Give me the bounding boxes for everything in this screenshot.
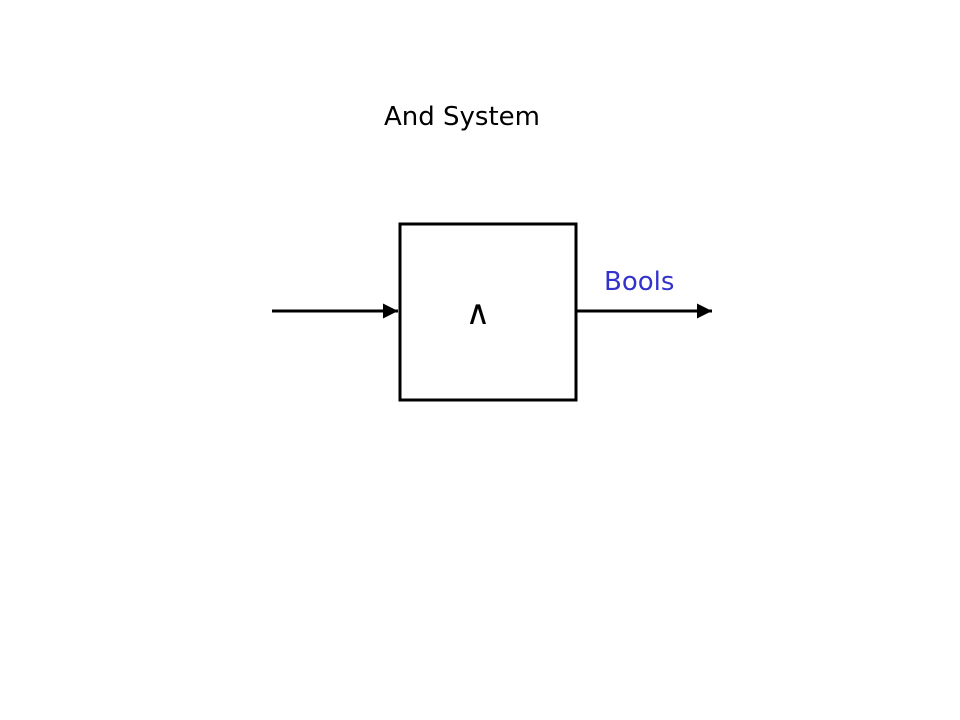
and-block [398, 222, 578, 402]
output-label: Bools [604, 267, 674, 297]
and-symbol: ∧ [466, 293, 491, 333]
diagram-title: And System [384, 102, 540, 132]
